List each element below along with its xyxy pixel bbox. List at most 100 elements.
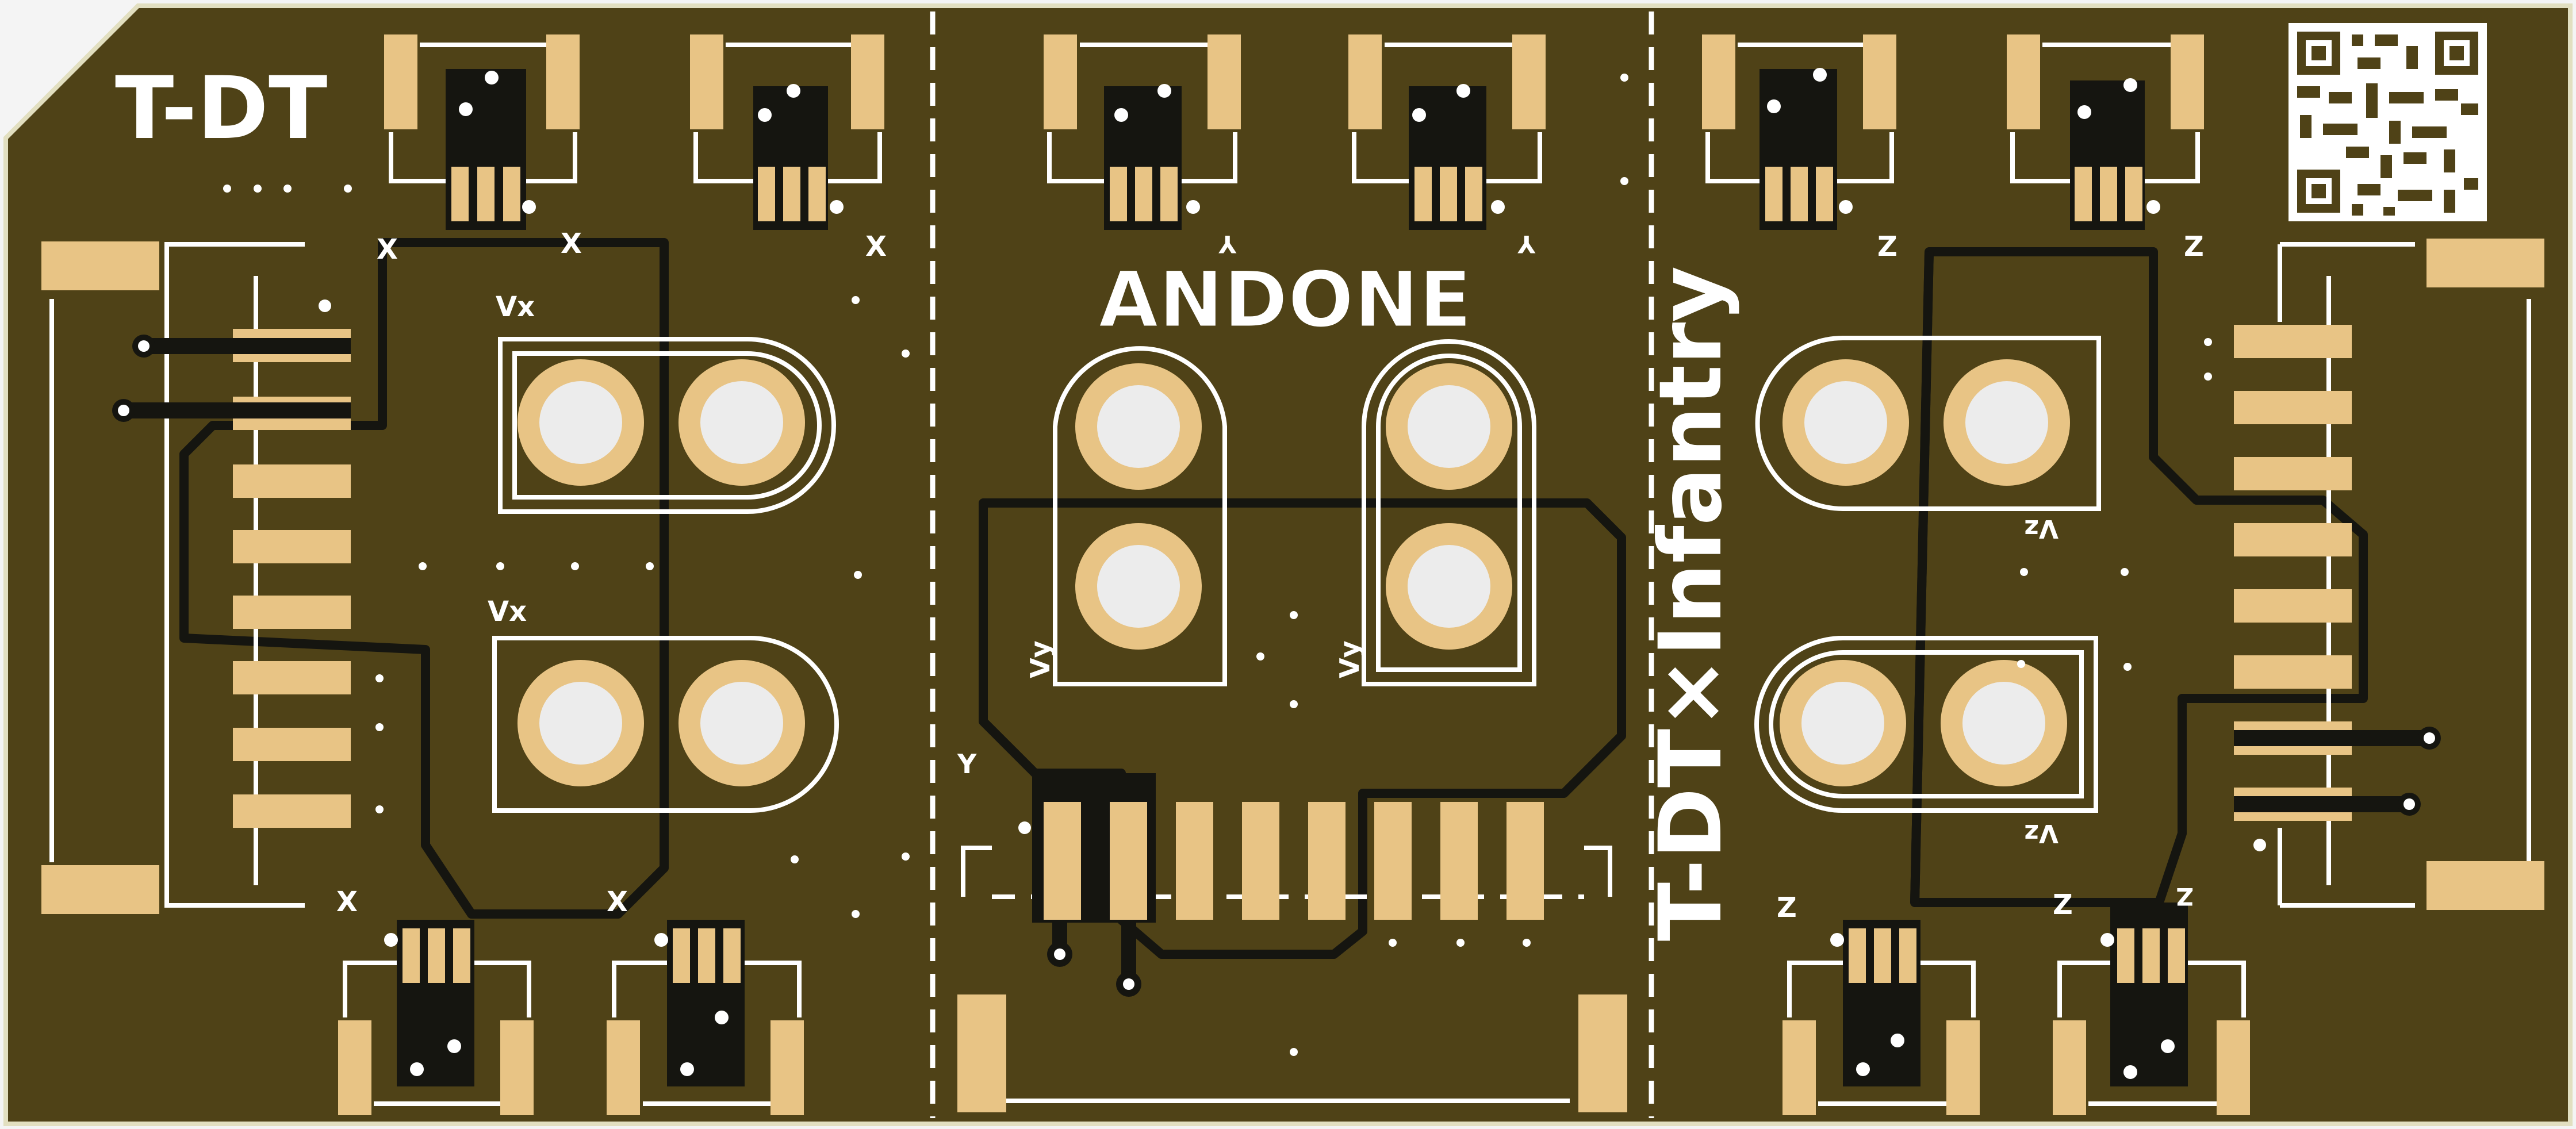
switch-pad — [2053, 1020, 2086, 1115]
vz-connector-bottom — [1754, 636, 2098, 813]
pin1-marker — [522, 200, 536, 214]
connector-outline — [961, 846, 1612, 1103]
pin1-marker — [1830, 933, 1844, 947]
vx-connector-bottom — [492, 636, 839, 813]
through-hole — [700, 682, 783, 765]
z-vias — [2017, 338, 2212, 671]
via-dot — [852, 296, 860, 304]
y-pin — [1506, 802, 1544, 920]
connector-outline — [1754, 636, 2098, 813]
through-hole — [1097, 385, 1180, 468]
via-dot — [852, 910, 860, 918]
via-dot — [571, 562, 579, 570]
connector-outline-inner — [1376, 354, 1522, 672]
via-dot — [223, 185, 231, 193]
section-x: T-DT X X X X X Vx Vx — [41, 34, 910, 1115]
y-marker-label: Y — [1218, 230, 1237, 258]
x-pin-trace — [124, 402, 351, 418]
switch-pad — [851, 34, 884, 129]
through-hole — [1965, 381, 2048, 464]
qr-module — [2435, 89, 2458, 101]
switch-pad — [2007, 34, 2040, 129]
through-hole — [539, 682, 622, 765]
via-hole — [1891, 1034, 1904, 1047]
via-dot — [1523, 939, 1531, 947]
via-hole — [1123, 978, 1134, 990]
board-title: ANDONE — [1098, 255, 1472, 345]
switch-pad — [338, 1020, 371, 1115]
pin1-marker — [1839, 200, 1853, 214]
via-dot — [283, 185, 292, 193]
x-pin — [233, 596, 351, 629]
connector-outline — [498, 337, 836, 514]
x-mount-pad-bottom — [41, 865, 159, 914]
x-marker-label: X — [561, 228, 582, 260]
switch-pad — [2217, 1020, 2250, 1115]
via-dot — [2123, 663, 2132, 671]
pin1-marker — [384, 933, 398, 947]
pin1-marker — [1018, 821, 1031, 834]
switch-pin — [1849, 928, 1866, 983]
qr-module — [2297, 86, 2320, 98]
qr-module — [2352, 204, 2363, 216]
switch-pin — [1465, 167, 1482, 221]
switch-pad — [384, 34, 417, 129]
qr-finder-dot — [2312, 46, 2326, 60]
pin1-marker — [319, 299, 331, 312]
qr-module — [2383, 207, 2395, 216]
via-dot — [854, 571, 862, 579]
switch-pin — [1765, 167, 1782, 221]
via-dot — [2204, 373, 2212, 381]
through-hole — [1408, 545, 1490, 628]
z-pin — [2234, 391, 2352, 424]
qr-module — [2412, 126, 2447, 138]
x-pin — [233, 464, 351, 498]
via-dot — [902, 350, 910, 358]
via-hole — [715, 1011, 729, 1024]
qr-module — [2380, 155, 2392, 178]
switch-pin — [758, 167, 775, 221]
vz-label: Vz — [2024, 514, 2058, 543]
via-hole — [118, 405, 129, 416]
switch-pin — [1110, 167, 1127, 221]
y-pin — [1110, 802, 1147, 920]
via-hole — [1856, 1062, 1870, 1076]
via-dot — [902, 852, 910, 861]
via-dot — [1256, 652, 1264, 660]
switch-pin — [1791, 167, 1808, 221]
x-pin — [233, 661, 351, 694]
qr-module — [2464, 178, 2478, 190]
vx-connector-top — [498, 337, 836, 514]
z-pin — [2234, 589, 2352, 623]
switch-pin — [1160, 167, 1178, 221]
pin1-marker — [2146, 200, 2160, 214]
switch-pin — [2168, 928, 2185, 983]
x-pin-traces — [112, 299, 351, 422]
y-pin — [1440, 802, 1478, 920]
qr-module — [2300, 115, 2312, 138]
switch-pad — [1702, 34, 1735, 129]
y-pin — [1176, 802, 1213, 920]
z-pin-trace — [2234, 796, 2409, 812]
via-dot — [375, 805, 384, 813]
z-mount-pad-bottom — [2426, 861, 2544, 910]
z-pin — [2234, 457, 2352, 490]
pin1-marker — [1491, 200, 1505, 214]
product-label: T-DT×Infantry — [1641, 266, 1741, 941]
switch-pin — [503, 167, 520, 221]
x-vias — [223, 185, 910, 918]
through-hole — [700, 381, 783, 464]
z-marker-label: Z — [1777, 892, 1797, 924]
through-hole — [1408, 385, 1490, 468]
x-pin — [233, 794, 351, 828]
via-hole — [680, 1062, 694, 1076]
switch-pin — [673, 928, 690, 983]
y-mount-pad-right — [1578, 994, 1627, 1112]
via-hole — [459, 102, 473, 116]
y-connector-bottom — [957, 773, 1627, 1112]
qr-module — [2398, 190, 2432, 201]
z-marker-label: Z — [2053, 889, 2073, 921]
switch-x-top-1 — [384, 34, 580, 230]
qr-finder-dot — [2450, 46, 2464, 60]
